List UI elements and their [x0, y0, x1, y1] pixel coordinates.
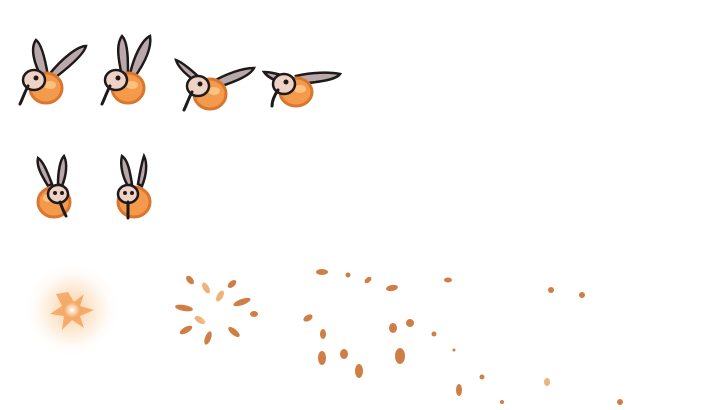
flight-front-row [36, 152, 152, 220]
mosquito-side-frame-3 [174, 58, 257, 112]
mosquito-front-frame-2 [116, 152, 152, 220]
impact-effect-row [24, 262, 623, 405]
impact-burst-frame [175, 275, 258, 345]
impact-glow-frame [24, 262, 120, 358]
impact-scatter-frame [303, 269, 623, 405]
mosquito-front-frame-1 [36, 153, 72, 219]
mosquito-side-frame-2 [100, 34, 152, 106]
mosquito-side-frame-4 [261, 70, 343, 108]
flight-side-row [18, 34, 343, 112]
mosquito-side-frame-1 [18, 38, 88, 106]
